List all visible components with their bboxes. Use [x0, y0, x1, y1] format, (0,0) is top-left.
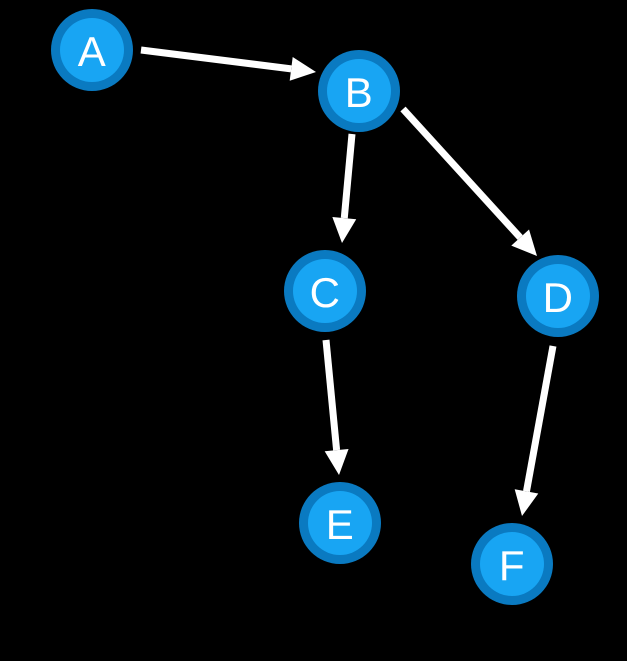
node-circle [327, 59, 391, 123]
node-circle [308, 491, 372, 555]
edge-C-E [322, 339, 349, 475]
edge-B-C [332, 133, 357, 243]
node-circle [60, 18, 124, 82]
node-A[interactable]: A [51, 9, 133, 91]
node-F[interactable]: F [471, 523, 553, 605]
arrowhead-icon [332, 217, 357, 243]
edge-line-A-B [140, 46, 292, 73]
node-label: C [310, 269, 341, 316]
arrowhead-icon [511, 229, 537, 256]
node-label: B [345, 69, 374, 116]
node-label: E [326, 501, 355, 548]
node-E[interactable]: E [299, 482, 381, 564]
node-C[interactable]: C [284, 250, 366, 332]
node-circle [293, 259, 357, 323]
edge-line-B-C [340, 133, 356, 219]
node-label: D [543, 274, 574, 321]
edge-D-F [514, 345, 557, 516]
edge-line-D-F [523, 345, 557, 493]
arrowhead-icon [289, 56, 316, 81]
arrowhead-icon [514, 489, 539, 516]
edge-A-B [140, 46, 316, 81]
node-D[interactable]: D [517, 255, 599, 337]
edge-B-D [400, 106, 537, 256]
node-circle [480, 532, 544, 596]
node-circle [526, 264, 590, 328]
node-B[interactable]: B [318, 50, 400, 132]
edge-line-B-D [400, 106, 523, 240]
node-label: A [78, 28, 107, 75]
node-label: F [499, 542, 525, 589]
arrowhead-icon [324, 448, 349, 475]
edge-line-C-E [322, 339, 341, 451]
